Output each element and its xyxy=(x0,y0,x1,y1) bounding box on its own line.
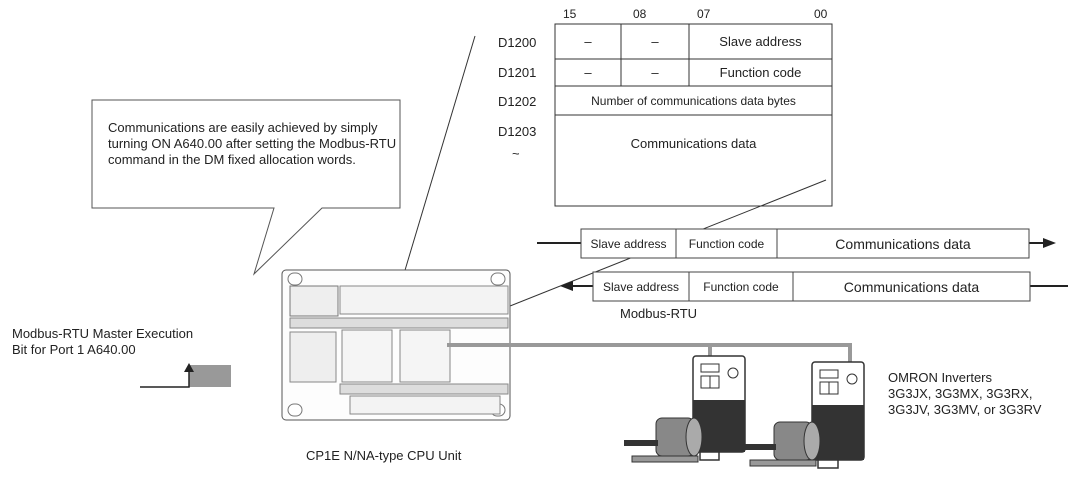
dm-table-grid xyxy=(554,23,833,207)
dm-cell-d1200-mid: – xyxy=(651,34,659,49)
dm-continuation-mark: ~ xyxy=(512,146,520,161)
inverter-2 xyxy=(811,361,865,461)
dm-cell-communications-data: Communications data xyxy=(630,135,757,151)
bit-label-15: 15 xyxy=(563,7,577,21)
dm-address-d1202: D1202 xyxy=(498,94,537,109)
callout-leader-line xyxy=(396,35,476,298)
execution-bit-pulse xyxy=(140,363,231,388)
inverters-models-line2: 3G3JV, 3G3MV, or 3G3RV xyxy=(888,402,1042,417)
dm-address-d1201: D1201 xyxy=(498,65,537,80)
bit-label-00: 00 xyxy=(814,7,828,21)
bit-label-08: 08 xyxy=(633,7,647,21)
master-bit-label-line2: Bit for Port 1 A640.00 xyxy=(12,342,136,357)
plc-caption: CP1E N/NA-type CPU Unit xyxy=(306,448,462,463)
dm-cell-function-code: Function code xyxy=(719,65,802,80)
plc-cpu-unit xyxy=(281,269,511,421)
callout-bubble xyxy=(91,99,401,276)
receive-frame-function-code: Function code xyxy=(703,279,779,294)
send-frame-function-code: Function code xyxy=(688,236,765,251)
send-frame-communications-data: Communications data xyxy=(835,235,971,252)
send-frame-slave-address: Slave address xyxy=(590,236,667,251)
dm-address-d1200: D1200 xyxy=(498,35,537,50)
dm-cell-slave-address: Slave address xyxy=(719,34,802,49)
receive-frame-communications-data: Communications data xyxy=(843,278,980,295)
bit-label-07: 07 xyxy=(697,7,711,21)
dm-cell-d1200-high: – xyxy=(584,34,592,49)
inverters-models-line1: 3G3JX, 3G3MX, 3G3RX, xyxy=(888,386,1033,401)
send-frame-box xyxy=(580,228,1030,259)
receive-frame-box xyxy=(592,271,1031,302)
dm-cell-data-byte-count: Number of communications data bytes xyxy=(591,93,796,108)
receive-frame-slave-address: Slave address xyxy=(602,279,680,294)
dm-cell-d1201-high: – xyxy=(584,65,592,80)
motor-1 xyxy=(624,417,703,463)
dm-cell-d1201-mid: – xyxy=(651,65,659,80)
dm-address-d1203: D1203 xyxy=(498,124,537,139)
master-bit-label-line1: Modbus-RTU Master Execution xyxy=(12,326,194,341)
protocol-label: Modbus-RTU xyxy=(620,306,698,321)
motor-2 xyxy=(742,421,821,467)
callout-text: Communications are easily achieved by si… xyxy=(108,120,397,167)
inverters-title: OMRON Inverters xyxy=(888,370,993,385)
